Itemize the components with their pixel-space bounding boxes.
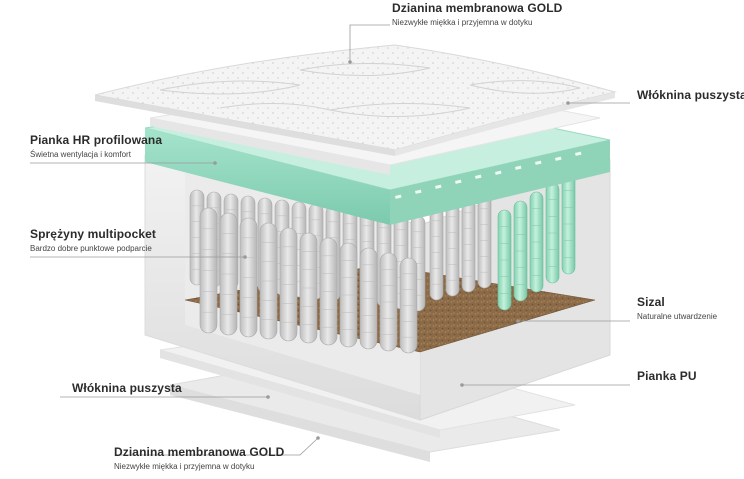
spring-coil-green — [529, 191, 544, 293]
spring-coil — [379, 252, 398, 352]
spring-coil — [199, 207, 218, 334]
spring-coil — [299, 232, 318, 344]
spring-coil-green — [513, 200, 528, 302]
label-hr-foam: Pianka HR profilowana Świetna wentylacja… — [30, 133, 163, 159]
top-fabric-layer — [94, 44, 617, 156]
pocket-springs — [189, 173, 576, 354]
label-sisal: Sizal Naturalne utwardzenie — [637, 295, 718, 321]
spring-coil — [259, 222, 278, 340]
spring-coil — [239, 217, 258, 338]
spring-coil — [219, 212, 238, 336]
label-top-fabric: Dzianina membranowa GOLD Niezwykłe miękk… — [392, 1, 563, 27]
label-pu-foam-title: Pianka PU — [637, 369, 697, 383]
label-springs: Sprężyny multipocket Bardzo dobre punkto… — [30, 227, 157, 253]
label-hr-foam-subtitle: Świetna wentylacja i komfort — [30, 149, 131, 159]
spring-coil-green — [545, 182, 560, 284]
label-sisal-title: Sizal — [637, 295, 665, 309]
spring-coil-green — [561, 173, 576, 275]
label-pu-foam: Pianka PU — [637, 369, 697, 384]
label-springs-title: Sprężyny multipocket — [30, 227, 157, 241]
label-top-fiber-title: Włóknina puszysta — [637, 88, 744, 102]
label-top-fiber: Włóknina puszysta — [637, 88, 744, 103]
spring-coil — [279, 227, 298, 342]
spring-coil — [461, 196, 476, 293]
label-bottom-fabric-title: Dzianina membranowa GOLD — [114, 445, 285, 459]
spring-coil — [359, 247, 378, 350]
label-bottom-fabric-subtitle: Niezwykłe miękka i przyjemna w dotyku — [114, 461, 255, 471]
spring-coil — [399, 257, 418, 354]
spring-coil-green — [497, 209, 512, 311]
leader-lines — [30, 24, 630, 456]
label-bottom-fiber: Włóknina puszysta — [72, 381, 182, 396]
spring-coil — [429, 204, 444, 301]
spring-coil — [445, 200, 460, 297]
spring-coil — [339, 242, 358, 348]
spring-coil — [319, 237, 338, 346]
leader-dots — [213, 60, 570, 440]
label-bottom-fabric: Dzianina membranowa GOLD Niezwykłe miękk… — [114, 445, 285, 471]
label-springs-subtitle: Bardzo dobre punktowe podparcie — [30, 243, 152, 253]
label-top-fabric-subtitle: Niezwykłe miękka i przyjemna w dotyku — [392, 17, 533, 27]
label-sisal-subtitle: Naturalne utwardzenie — [637, 311, 718, 321]
spring-coil — [477, 192, 492, 289]
label-bottom-fiber-title: Włóknina puszysta — [72, 381, 182, 395]
label-hr-foam-title: Pianka HR profilowana — [30, 133, 163, 147]
label-top-fabric-title: Dzianina membranowa GOLD — [392, 1, 563, 15]
